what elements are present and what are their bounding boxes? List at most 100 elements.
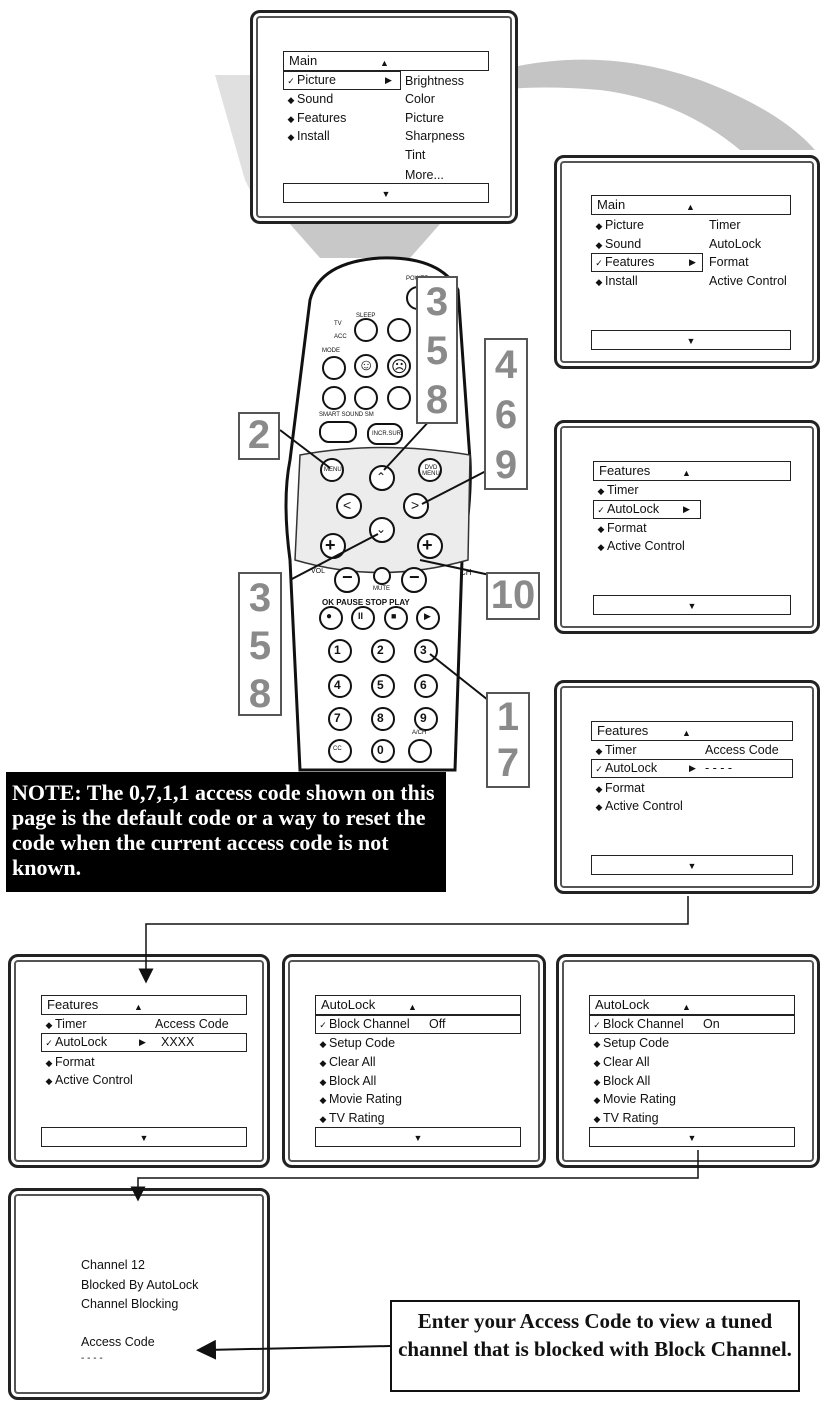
up-arrow-icon: ▲ [380, 58, 389, 68]
menu-item-autolock[interactable]: ✓AutoLock ▶ [593, 759, 696, 778]
access-code-value[interactable]: - - - - [705, 761, 733, 775]
up-arrow-icon[interactable]: ⌃ [376, 470, 387, 484]
record-icon[interactable]: ● [326, 611, 333, 622]
acc-label: ACC [334, 334, 347, 340]
down-arrow-icon: ▼ [687, 861, 697, 871]
access-code-value[interactable]: XXXX [161, 1035, 195, 1049]
step-3: 3 [248, 576, 272, 620]
down-arrow-icon[interactable]: ⌄ [376, 522, 387, 536]
smiley-icon[interactable]: ☺ [358, 357, 375, 374]
menu-item-autolock[interactable]: ✓AutoLock ▶ [595, 500, 690, 519]
tv-screen-autolock-off: AutoLock ▲ ✓Block Channel Off ◆Setup Cod… [282, 954, 546, 1168]
menu-item-active-control[interactable]: ◆Active Control [593, 797, 683, 816]
menu-item-picture[interactable]: ◆Picture [593, 216, 644, 235]
access-code-label: Access Code [81, 1335, 155, 1349]
block-channel-value[interactable]: Off [429, 1017, 446, 1031]
up-arrow-icon: ▲ [408, 1002, 417, 1012]
right-arrow-icon[interactable]: > [411, 497, 420, 513]
digit-9[interactable]: 9 [420, 711, 427, 725]
menu-item-label: Install [297, 129, 330, 143]
menu-item-features[interactable]: ◆Features [285, 109, 347, 128]
menu-item-timer[interactable]: ◆Timer [593, 741, 637, 760]
menu-item-autolock[interactable]: ✓AutoLock ▶ [43, 1033, 146, 1052]
vol-plus-icon[interactable]: + [325, 535, 336, 555]
left-arrow-icon[interactable]: < [343, 497, 352, 513]
submenu-more: More... [405, 168, 444, 182]
stop-icon[interactable]: ■ [391, 611, 397, 621]
play-icon[interactable]: ▶ [424, 611, 431, 621]
menu-header: AutoLock ▲ [315, 995, 521, 1015]
menu-item-setup-code[interactable]: ◆Setup Code [317, 1034, 396, 1053]
diamond-icon: ◆ [319, 1114, 327, 1124]
diamond-icon: ◆ [45, 1076, 53, 1086]
digit-0[interactable]: 0 [377, 743, 384, 757]
digit-8[interactable]: 8 [377, 711, 384, 725]
menu-item-block-channel[interactable]: ✓Block Channel [591, 1015, 684, 1034]
menu-item-clear-all[interactable]: ◆Clear All [317, 1053, 376, 1072]
menu-item-movie-rating[interactable]: ◆Movie Rating [317, 1090, 402, 1109]
menu-item-install[interactable]: ◆Install [285, 127, 330, 146]
menu-item-active-control[interactable]: ◆Active Control [595, 537, 685, 556]
menu-item-label: Block Channel [603, 1017, 684, 1031]
vol-label: VOL [311, 568, 326, 575]
pause-icon[interactable]: II [358, 611, 364, 621]
diamond-icon: ◆ [593, 1077, 601, 1087]
menu-item-features[interactable]: ✓Features ▶ [593, 253, 696, 272]
menu-item-tv-rating[interactable]: ◆TV Rating [317, 1109, 385, 1128]
menu-item-format[interactable]: ◆Format [595, 519, 647, 538]
step-5: 5 [248, 624, 272, 668]
diamond-icon: ◆ [597, 486, 605, 496]
menu-item-timer[interactable]: ◆Timer [43, 1015, 87, 1034]
step-3-5-8-bottom-box: 3 5 8 [238, 572, 282, 716]
digit-4[interactable]: 4 [334, 678, 341, 692]
menu-item-block-channel[interactable]: ✓Block Channel [317, 1015, 409, 1034]
ch-minus-icon[interactable]: − [409, 567, 420, 587]
diamond-icon: ◆ [319, 1077, 327, 1087]
step-3: 3 [425, 280, 449, 324]
menu-item-format[interactable]: ◆Format [593, 779, 645, 798]
menu-item-tv-rating[interactable]: ◆TV Rating [591, 1109, 659, 1128]
vol-minus-icon[interactable]: − [342, 567, 353, 587]
menu-item-label: Install [605, 274, 638, 288]
digit-2[interactable]: 2 [377, 643, 384, 657]
down-arrow-icon: ▼ [413, 1133, 423, 1143]
menu-item-picture[interactable]: ✓Picture ▶ [285, 71, 392, 90]
step-1-7-box: 1 7 [486, 692, 530, 788]
check-icon: ✓ [319, 1020, 327, 1030]
mute-label: MUTE [373, 586, 390, 592]
digit-7[interactable]: 7 [334, 711, 341, 725]
menu-item-label: Features [605, 255, 655, 269]
digit-3[interactable]: 3 [420, 643, 427, 657]
menu-item-active-control[interactable]: ◆Active Control [43, 1071, 133, 1090]
arrow-right-icon: ▶ [683, 504, 690, 514]
menu-item-format[interactable]: ◆Format [43, 1053, 95, 1072]
block-channel-value[interactable]: On [703, 1017, 720, 1031]
digit-6[interactable]: 6 [420, 678, 427, 692]
menu-item-setup-code[interactable]: ◆Setup Code [591, 1034, 670, 1053]
ach-label: A/CH [412, 730, 427, 736]
step-8: 8 [425, 378, 449, 422]
menu-item-label: Picture [297, 73, 336, 87]
menu-item-movie-rating[interactable]: ◆Movie Rating [591, 1090, 676, 1109]
digit-1[interactable]: 1 [334, 643, 341, 657]
access-code-value[interactable]: - - - - [81, 1353, 103, 1364]
menu-item-clear-all[interactable]: ◆Clear All [591, 1053, 650, 1072]
transport-label: OK PAUSE STOP PLAY [322, 598, 410, 607]
check-icon: ✓ [595, 764, 603, 774]
selection-highlight [593, 500, 701, 519]
menu-item-timer[interactable]: ◆Timer [595, 481, 639, 500]
diamond-icon: ◆ [595, 802, 603, 812]
ch-plus-icon[interactable]: + [422, 535, 433, 555]
frown-icon[interactable]: ☹ [391, 359, 408, 376]
tv-screen-access-code-entry: Features ▲ ◆Timer Access Code ✓AutoLock … [554, 680, 820, 894]
menu-item-sound[interactable]: ◆Sound [285, 90, 334, 109]
diamond-icon: ◆ [595, 240, 603, 250]
digit-5[interactable]: 5 [377, 678, 384, 692]
diamond-icon: ◆ [319, 1058, 327, 1068]
menu-item-label: AutoLock [605, 761, 658, 775]
menu-item-install[interactable]: ◆Install [593, 272, 638, 291]
menu-item-sound[interactable]: ◆Sound [593, 235, 642, 254]
menu-item-block-all[interactable]: ◆Block All [591, 1072, 651, 1091]
step-10: 10 [490, 573, 536, 617]
menu-item-block-all[interactable]: ◆Block All [317, 1072, 377, 1091]
